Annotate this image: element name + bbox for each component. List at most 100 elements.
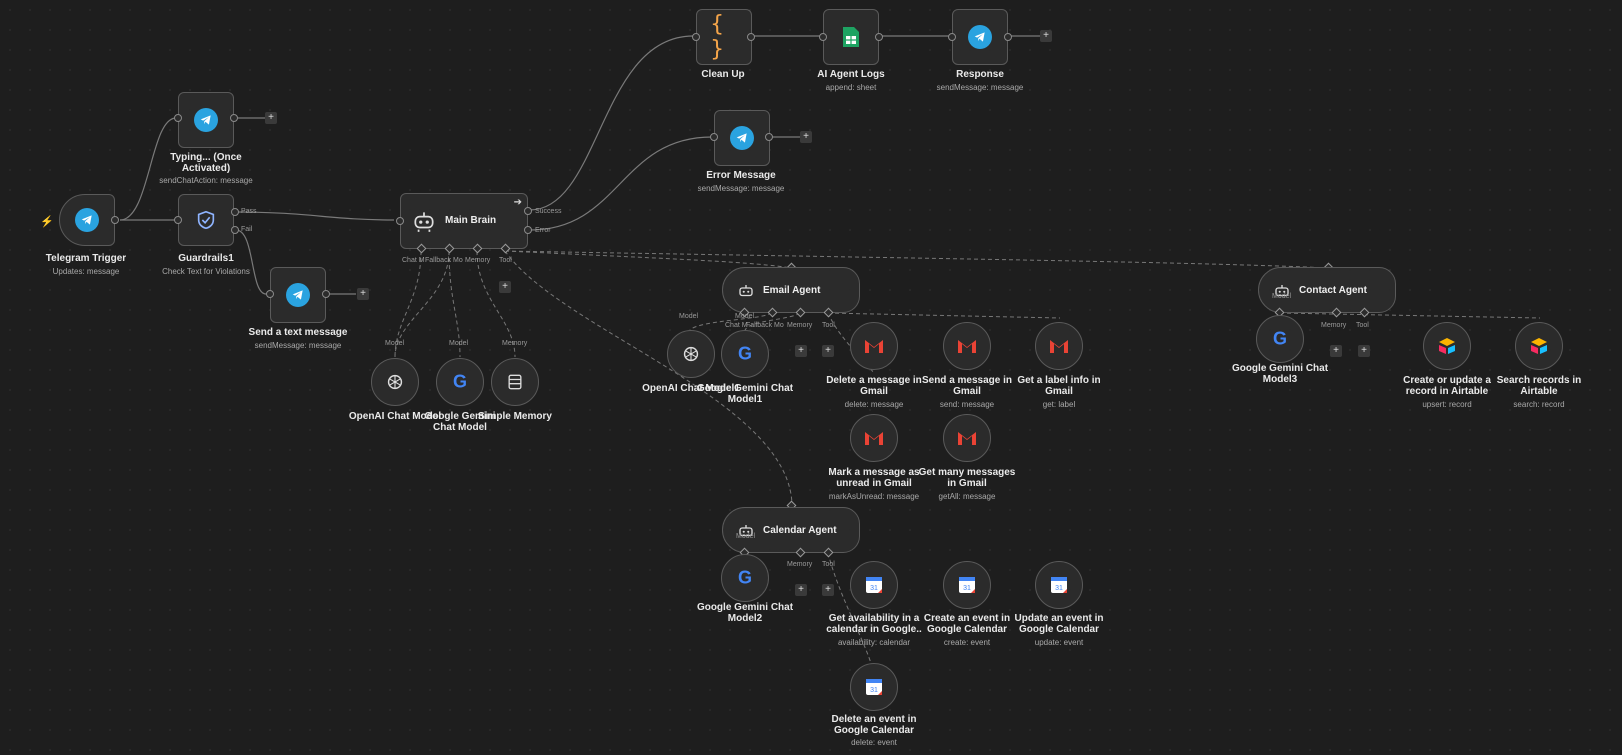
node-label: Delete an event in Google Calendar [831, 714, 917, 736]
node-subtitle: sendMessage: message [254, 341, 342, 350]
node-subtitle: append: sheet [825, 83, 877, 92]
model-connector-label: Model [735, 313, 755, 320]
node-subtitle: sendChatAction: message [159, 176, 253, 185]
add-tool-button[interactable]: + [499, 281, 511, 293]
node-label: Get availability in a calendar in Google… [826, 613, 922, 635]
google-gemini-chat-model1-node[interactable]: G [721, 330, 769, 378]
contact-agent-node[interactable]: Contact Agent [1258, 267, 1396, 313]
add-node-button[interactable]: + [357, 288, 369, 300]
error-output-port[interactable] [524, 226, 532, 234]
input-port[interactable] [396, 217, 404, 225]
ai-agent-logs-node[interactable] [823, 9, 879, 65]
airtable-search-node[interactable] [1515, 322, 1563, 370]
input-port[interactable] [710, 133, 718, 141]
google-gemini-chat-model3-node[interactable]: G [1256, 315, 1304, 363]
pass-output-port[interactable] [231, 208, 239, 216]
email-agent-node[interactable]: Email Agent [722, 267, 860, 313]
code-braces-icon: { } [710, 12, 724, 62]
google-gemini-chat-model2-node[interactable]: G [721, 554, 769, 602]
fail-output-port[interactable] [231, 226, 239, 234]
gmail-get-label-node[interactable] [1035, 322, 1083, 370]
gmail-mark-unread-node[interactable] [850, 414, 898, 462]
gmail-icon [864, 430, 884, 446]
guardrails-node[interactable] [178, 194, 234, 246]
input-port[interactable] [692, 33, 700, 41]
node-label: Contact Agent [1299, 285, 1367, 296]
fallback-port-label: Fallback Mo [746, 322, 784, 329]
google-icon: G [1272, 328, 1288, 349]
tool-port-label: Tool [1356, 322, 1369, 329]
node-subtitle: delete: event [851, 738, 897, 747]
input-port[interactable] [266, 290, 274, 298]
calendar-availability-node[interactable]: 31 [850, 561, 898, 609]
memory-connector-label: Memory [502, 340, 528, 347]
output-port[interactable] [1004, 33, 1012, 41]
output-port[interactable] [747, 33, 755, 41]
node-label: Calendar Agent [763, 525, 837, 536]
input-port[interactable] [819, 33, 827, 41]
google-gemini-chat-model-node[interactable]: G [436, 358, 484, 406]
node-label: Get many messages in Gmail [918, 467, 1016, 489]
gmail-delete-node[interactable] [850, 322, 898, 370]
svg-text:31: 31 [870, 585, 878, 592]
gmail-get-many-node[interactable] [943, 414, 991, 462]
simple-memory-node[interactable] [491, 358, 539, 406]
robot-icon [737, 522, 755, 545]
send-text-message-node[interactable] [270, 267, 326, 323]
node-subtitle: availability: calendar [837, 638, 911, 647]
shield-check-icon [195, 209, 217, 231]
output-port[interactable] [230, 114, 238, 122]
add-node-button[interactable]: + [1040, 30, 1052, 42]
input-port[interactable] [174, 114, 182, 122]
node-label: Google Gemini Chat Model [424, 411, 496, 433]
add-memory-button[interactable]: + [795, 345, 807, 357]
calendar-update-event-node[interactable]: 31 [1035, 561, 1083, 609]
add-node-button[interactable]: + [800, 131, 812, 143]
add-memory-button[interactable]: + [1330, 345, 1342, 357]
add-node-button[interactable]: + [265, 112, 277, 124]
add-tool-button[interactable]: + [822, 584, 834, 596]
output-port[interactable] [765, 133, 773, 141]
node-label: Get a label info in Gmail [1017, 375, 1101, 397]
typing-node[interactable] [178, 92, 234, 148]
node-label: Google Gemini Chat Model1 [696, 383, 794, 405]
node-subtitle: search: record [1513, 400, 1565, 409]
telegram-trigger-node[interactable] [59, 194, 115, 246]
google-icon: G [737, 343, 753, 364]
response-node[interactable] [952, 9, 1008, 65]
airtable-upsert-node[interactable] [1423, 322, 1471, 370]
input-port[interactable] [948, 33, 956, 41]
output-port[interactable] [322, 290, 330, 298]
clean-up-node[interactable]: { } [696, 9, 752, 65]
main-brain-agent-node[interactable]: Main Brain ➔ [400, 193, 528, 249]
openai-chat-model1-node[interactable] [667, 330, 715, 378]
openai-chat-model-node[interactable] [371, 358, 419, 406]
node-label: Create or update a record in Airtable [1403, 375, 1491, 397]
airtable-icon [1437, 337, 1457, 355]
node-label: Send a text message [248, 327, 348, 338]
output-port[interactable] [875, 33, 883, 41]
error-message-node[interactable] [714, 110, 770, 166]
chat-model-port-label: Chat M [725, 322, 748, 329]
calendar-agent-node[interactable]: Calendar Agent [722, 507, 860, 553]
gmail-icon [864, 338, 884, 354]
calendar-delete-event-node[interactable]: 31 [850, 663, 898, 711]
telegram-icon [75, 208, 99, 232]
node-label: OpenAI Chat Model [348, 411, 442, 422]
calendar-create-event-node[interactable]: 31 [943, 561, 991, 609]
model-connector-label: Model [449, 340, 469, 347]
output-port[interactable] [111, 216, 119, 224]
success-output-port[interactable] [524, 207, 532, 215]
gmail-send-node[interactable] [943, 322, 991, 370]
openai-icon [680, 343, 702, 365]
node-subtitle: getAll: message [938, 492, 996, 501]
node-label: Mark a message as unread in Gmail [828, 467, 920, 489]
robot-icon [737, 282, 755, 305]
add-memory-button[interactable]: + [795, 584, 807, 596]
add-tool-button[interactable]: + [1358, 345, 1370, 357]
google-calendar-icon: 31 [865, 678, 883, 696]
robot-icon [1273, 282, 1291, 305]
input-port[interactable] [174, 216, 182, 224]
add-tool-button[interactable]: + [822, 345, 834, 357]
